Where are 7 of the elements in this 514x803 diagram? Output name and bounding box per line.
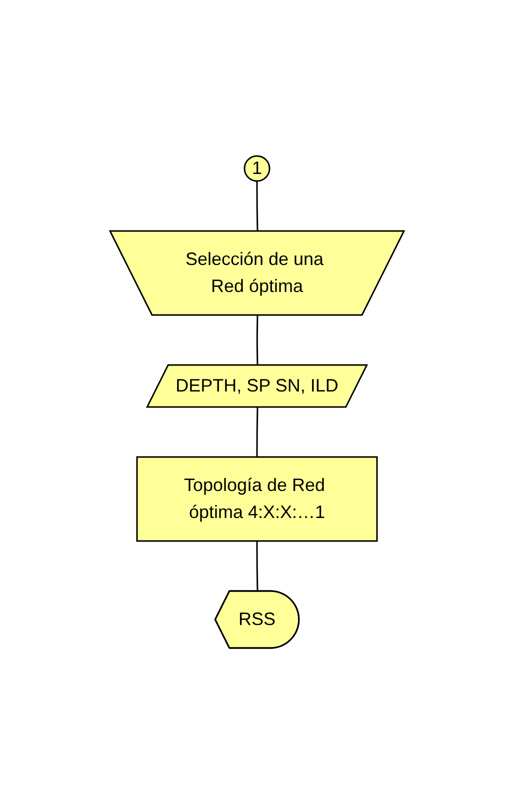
flowchart: 1 Selección de una Red óptima DEPTH, SP SN, ILD Topología de Red óptima 4:X:X:…1 RSS [102,147,412,656]
connector [256,541,258,592]
connector [256,181,258,232]
connector [256,315,258,366]
connector [256,407,258,457]
node-circle [244,155,270,182]
node-box [136,456,378,542]
